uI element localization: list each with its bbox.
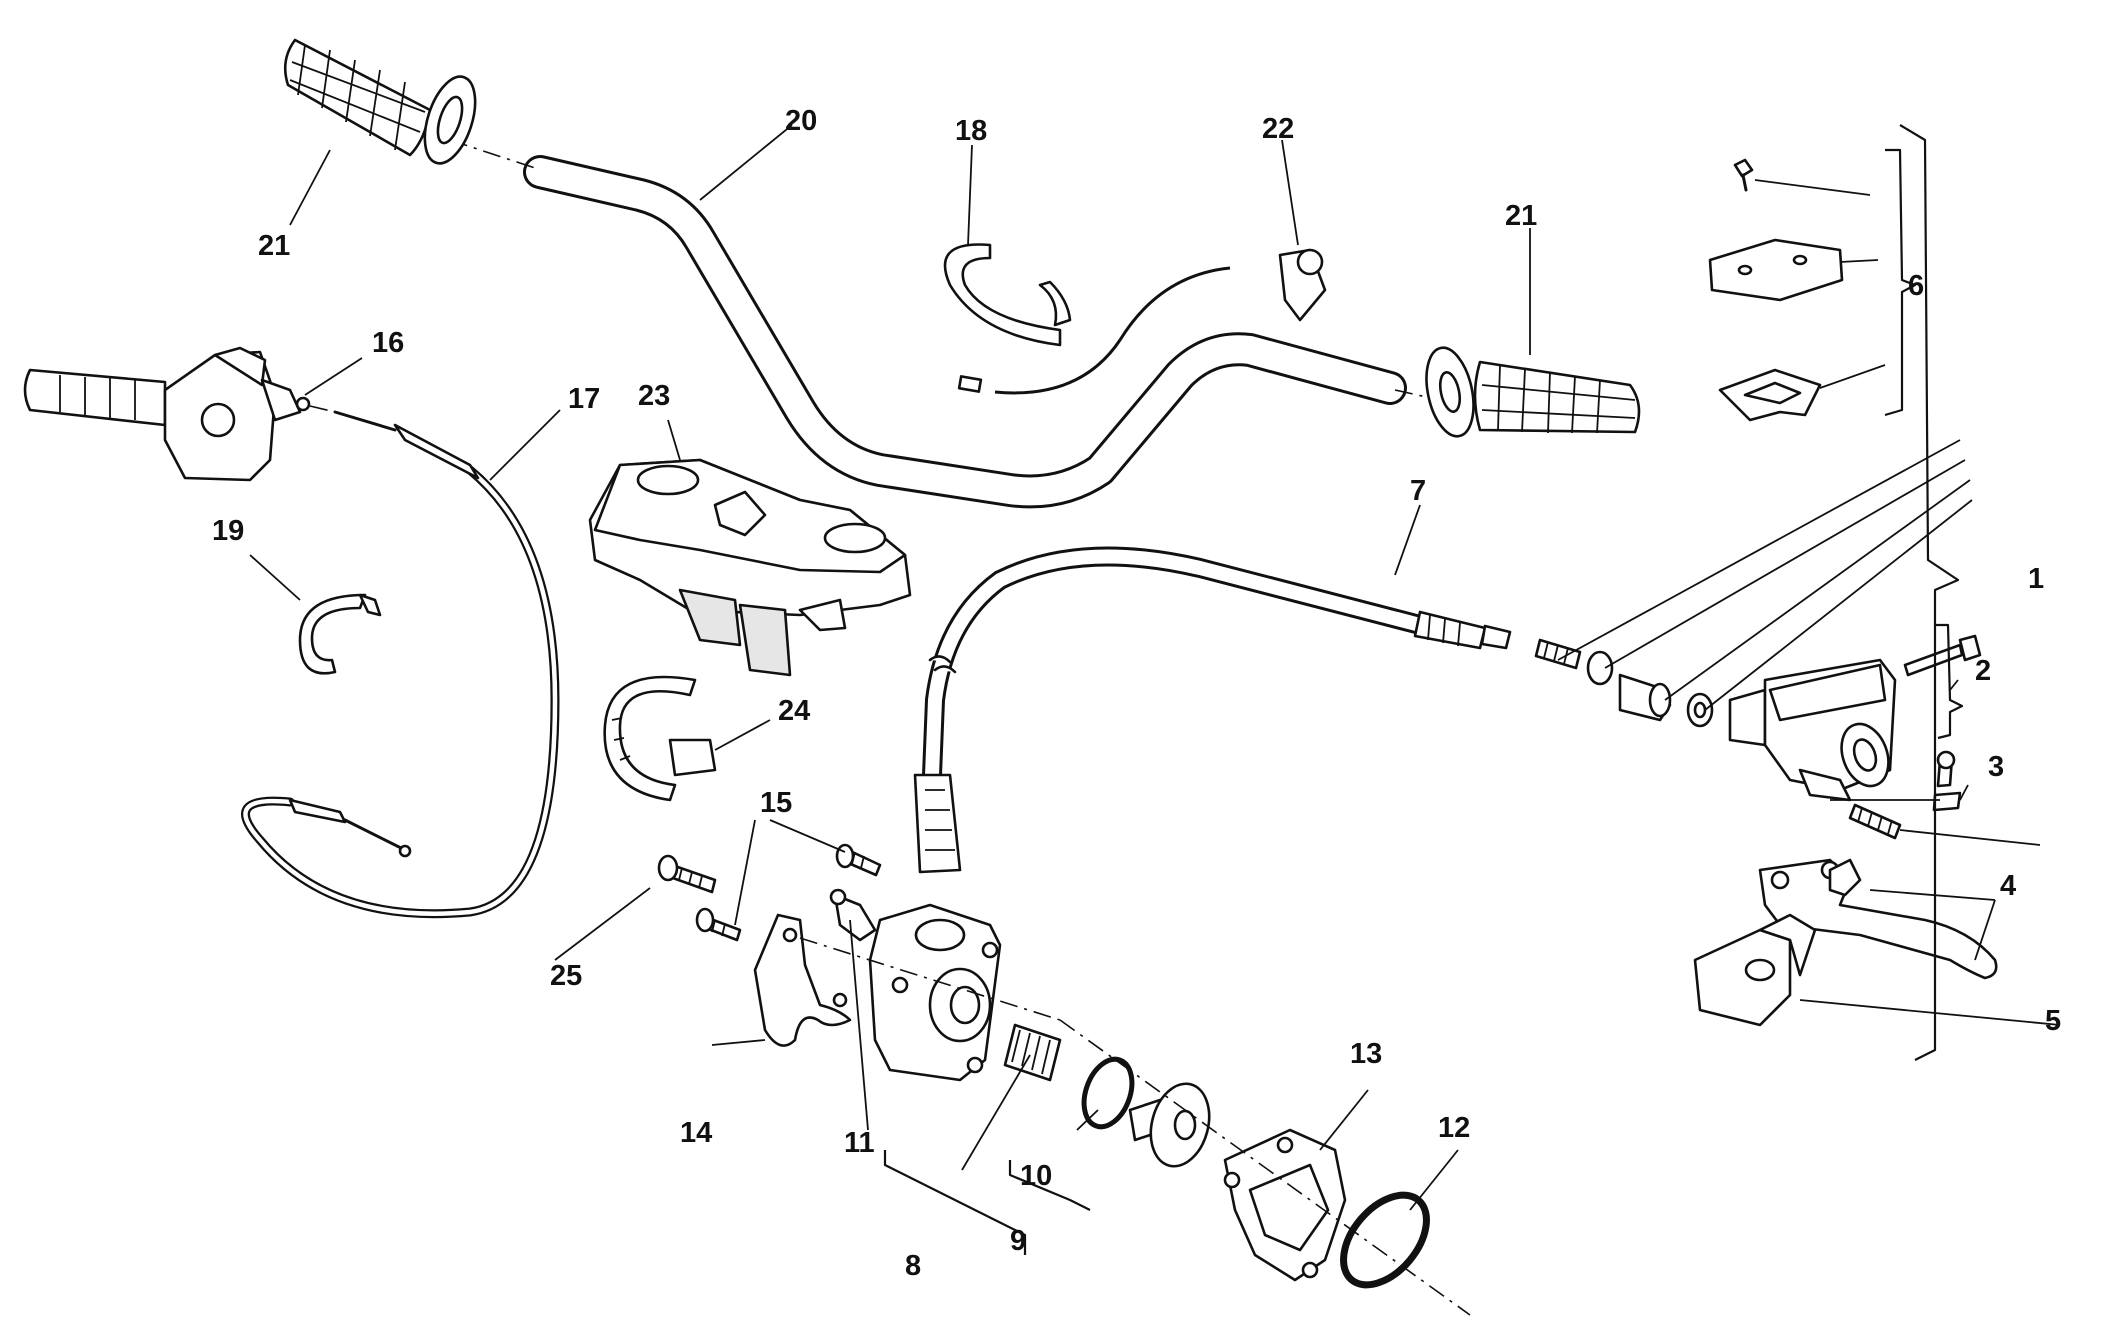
callout-17: 17 (568, 383, 600, 415)
callout-22: 22 (1262, 113, 1294, 145)
throttle-assembly (23, 346, 336, 482)
cylinder-cover-parts (1708, 158, 1844, 422)
leader-lines (249, 124, 2061, 1211)
callout-14: 14 (680, 1117, 712, 1149)
bleeder-valve (829, 888, 877, 942)
callout-12: 12 (1438, 1112, 1470, 1144)
grip-right (1425, 346, 1641, 438)
clamp-ring (603, 675, 717, 802)
callout-8: 8 (905, 1250, 921, 1282)
slave-bolt-upper (835, 843, 882, 877)
callout-19: 19 (212, 515, 244, 547)
callout-4: 4 (2000, 870, 2016, 902)
callout-24: 24 (778, 695, 810, 727)
group-brackets (883, 124, 1964, 1255)
handlebar-clamp (588, 458, 912, 677)
lever-spring (1848, 803, 1902, 840)
callout-3: 3 (1988, 751, 2004, 783)
slave-cylinder-body (799, 903, 1061, 1082)
strap-clip (943, 243, 1072, 347)
callout-15: 15 (760, 787, 792, 819)
callout-23: 23 (638, 380, 670, 412)
throttle-cable (241, 410, 560, 919)
callout-11: 11 (844, 1127, 875, 1159)
callout-18: 18 (955, 115, 987, 147)
callouts: 1 2 3 4 5 6 7 8 9 10 11 12 13 14 15 16 1… (212, 105, 2061, 1282)
callout-13: 13 (1350, 1038, 1382, 1070)
callout-7: 7 (1410, 475, 1426, 507)
reservoir-screw (1903, 634, 1982, 677)
mounting-bracket (753, 913, 852, 1047)
slave-spring (1003, 1023, 1062, 1082)
lever-clamp (1693, 913, 1817, 1027)
callout-2: 2 (1975, 655, 1991, 687)
callout-20: 20 (785, 105, 817, 137)
callout-1: 1 (2028, 563, 2044, 595)
callout-16: 16 (372, 327, 404, 359)
piston (1618, 673, 1672, 722)
o-ring (1081, 1056, 1135, 1130)
circlip (298, 593, 382, 675)
kill-switch-cable (957, 248, 1327, 395)
master-cylinder (1728, 658, 1897, 802)
callout-5: 5 (2045, 1005, 2061, 1037)
slave-bolt-left (657, 854, 717, 894)
axis-line (1059, 1019, 1471, 1316)
callout-10: 10 (1020, 1160, 1052, 1192)
pivot-bolt (1932, 750, 1962, 812)
callout-21-right: 21 (1505, 200, 1537, 232)
spring-small (1534, 638, 1582, 670)
slave-piston (1128, 1082, 1211, 1168)
callout-25: 25 (550, 960, 582, 992)
clutch-lever (1758, 858, 1998, 980)
washer-hole (1693, 701, 1707, 719)
slave-bolt-lower (695, 907, 742, 942)
grip-left (283, 38, 477, 165)
callout-6: 6 (1908, 270, 1924, 302)
clutch-cable (913, 546, 1512, 874)
seal-ring (1586, 650, 1614, 686)
gasket (1223, 1128, 1347, 1282)
callout-21-left: 21 (258, 230, 290, 262)
handlebar (523, 155, 1407, 509)
callout-9: 9 (1010, 1225, 1026, 1257)
